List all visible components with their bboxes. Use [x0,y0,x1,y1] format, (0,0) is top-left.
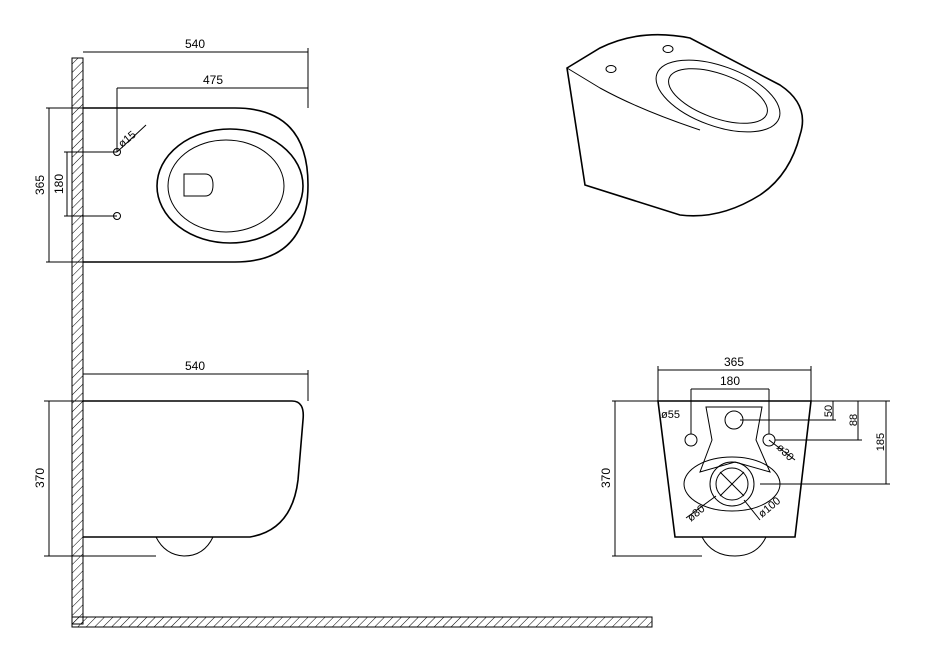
dim-180-back: 180 [720,374,740,388]
dim-30: ø30 [774,442,796,464]
dim-88: 88 [848,414,860,426]
dim-540-side: 540 [185,359,205,373]
dim-55: ø55 [661,409,680,421]
back-view: 365 180 ø55 50 88 185 ø30 370 ø80 ø100 [599,355,890,557]
iso-view [566,33,804,217]
dim-475: 475 [203,73,223,87]
side-view: 540 370 [33,359,309,557]
floor-hatched [71,616,653,628]
dim-370-side: 370 [33,468,47,488]
dim-365-back: 365 [724,355,744,369]
dim-180-top: 180 [52,174,66,194]
dim-100: ø100 [756,495,783,520]
dim-50: 50 [823,405,835,417]
top-view: 540 475 ø15 365 180 [33,37,309,263]
dim-hole-15: ø15 [116,129,138,150]
dim-365-top: 365 [33,175,47,195]
dim-185: 185 [875,433,887,451]
dim-540-top: 540 [185,37,205,51]
dim-370-back: 370 [599,468,613,488]
wall-hatched [71,57,84,625]
